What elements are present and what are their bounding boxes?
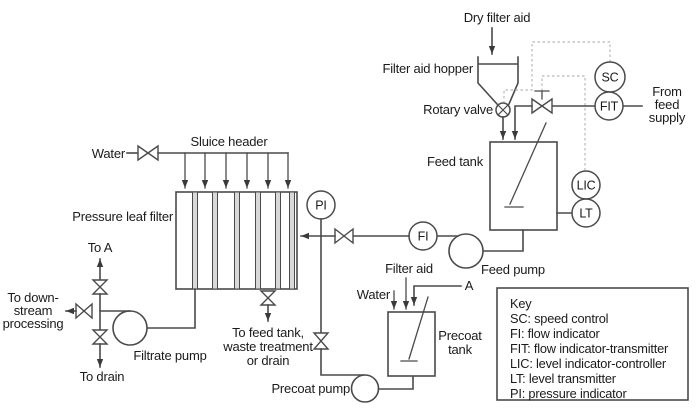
precoat-tank-label-2: tank [448,342,472,357]
from-feed-supply-label-1: From [652,84,682,99]
key-item-sc: SC: speed control [510,311,608,326]
feed-control-valve-actuator [534,90,550,100]
feed-tank [489,141,558,231]
key-box [496,287,689,401]
precoat-pump-to-tank-line [377,376,414,390]
lic-instrument-tag: LIC [577,179,596,193]
filter-drain-valve [259,290,277,306]
filter-outlet-label-1: To feed tank, [232,325,304,340]
filtrate-pump-label: Filtrate pump [133,348,206,363]
sc-signal-line [503,41,611,102]
key-item-fit: FIT: flow indicator-transmitter [510,341,669,356]
feed-tank-agitator [504,122,547,208]
filter-outlet-label-3: or drain [247,353,289,368]
key-item-pi: PI: pressure indicator [510,386,627,401]
fi-instrument-tag: FI [418,230,429,244]
to-drain-label: To drain [80,369,125,384]
precoat-pump-label: Precoat pump [271,381,350,396]
filter-leaf-3 [234,191,240,290]
key-item-lt: LT: level transmitter [510,371,617,386]
feed-tank-label: Feed tank [427,154,484,169]
to-downstream-label-1: To down- [7,290,58,305]
feed-control-valve [531,97,553,115]
a-marker-label: A [465,278,474,293]
filtrate-pump [112,310,148,346]
lt-instrument-tag: LT [579,207,593,221]
fit-instrument-circle [594,91,624,121]
filter-leaf-5 [275,191,281,290]
fit-instrument-tag: FIT [600,100,619,114]
pi-instrument-tag: PI [315,199,326,213]
dry-filter-aid-label: Dry filter aid [464,10,531,25]
filter-aid-precoat-label: Filter aid [385,261,433,276]
precoat-tank-agitator [400,296,429,362]
precoat-tank-label-1: Precoat [438,328,482,343]
filter-aid-hopper-label: Filter aid hopper [382,61,473,76]
to-a-label: To A [88,240,113,255]
rotary-valve-cross [497,104,509,116]
key-title: Key [510,296,532,311]
feed-pump-label: Feed pump [481,262,545,277]
precoat-valve [312,332,330,350]
downstream-valve [75,302,93,320]
to-downstream-label-2: stream [14,303,53,318]
filter-leaf-2 [212,191,218,290]
filter-leaf-1 [192,191,198,290]
precoat-tank [387,311,436,377]
tank-to-feed-pump-line [482,229,524,252]
key-item-fi: FI: flow indicator [510,326,601,341]
to-downstream-label-3: processing [3,316,64,331]
filter-leaf-6 [289,191,295,290]
feed-pump [448,233,484,269]
lt-instrument-circle [571,198,601,228]
filter-outlet-label-2: waste treatment [222,339,313,354]
lic-signal-line [541,75,586,170]
filter-to-filtrate-pump-line [146,288,196,329]
rotary-valve-label: Rotary valve [423,102,493,117]
sluice-water-valve [137,144,159,162]
sluice-header-label: Sluice header [191,134,269,149]
precoat-valve-to-pump-line [320,348,365,376]
from-feed-supply-label-2: feed [655,97,680,112]
water-sluice-label: Water [92,146,126,161]
water-precoat-label: Water [357,287,391,302]
a-connection-line [410,285,462,306]
from-feed-supply-label-3: supply [649,110,686,125]
main-line-valve [334,227,354,245]
pressure-leaf-filter-label: Pressure leaf filter [72,209,174,224]
to-drain-valve [91,329,109,345]
to-a-valve [91,279,109,295]
valve-to-tank-line [511,105,533,140]
key-item-lic: LIC: level indicator-controller [510,356,667,371]
sc-instrument-tag: SC [602,71,619,85]
filter-aid-hopper [477,56,519,106]
precoat-pump [350,374,380,403]
filter-leaf-4 [255,191,261,290]
